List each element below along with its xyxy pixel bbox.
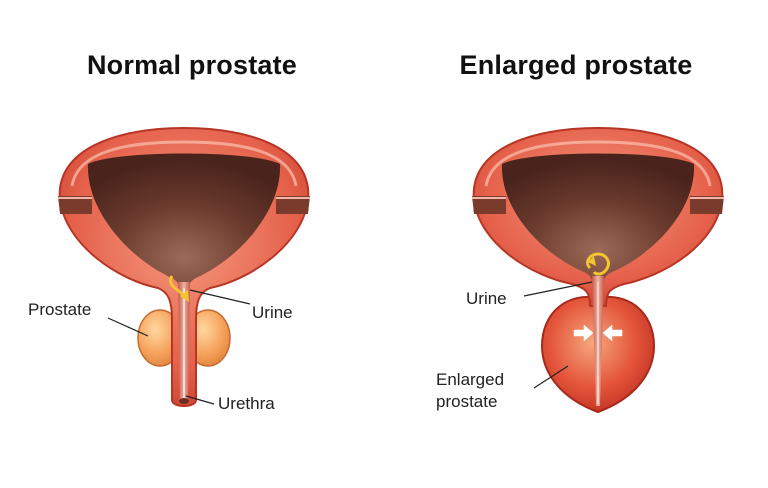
bladder-cavity [87,153,281,292]
bladder-cavity [501,153,695,282]
ureter-openings [472,196,724,214]
urethra-label: Urethra [218,394,275,413]
normal-prostate-panel: Normal prostate [28,50,310,413]
enlarged-prostate-label-line2: prostate [436,392,498,411]
label-leader-lines [523,281,593,389]
normal-prostate-illustration [58,126,310,407]
urine-flow-arrow [586,252,610,276]
enlarged-prostate-title: Enlarged prostate [459,50,693,80]
compression-arrows [573,324,623,342]
enlarged-prostate-illustration [472,126,724,414]
urine-flow-arrow [169,275,189,302]
enlarged-prostate-label-line1: Enlarged [436,370,505,389]
normal-prostate-title: Normal prostate [86,50,298,80]
enlarged-prostate-panel: Enlarged prostate [384,0,768,488]
prostate-label: Prostate [28,300,92,319]
urine-label: Urine [466,289,507,308]
urine-label: Urine [252,303,293,322]
ureter-openings [58,196,310,214]
label-leader-lines [107,289,251,405]
